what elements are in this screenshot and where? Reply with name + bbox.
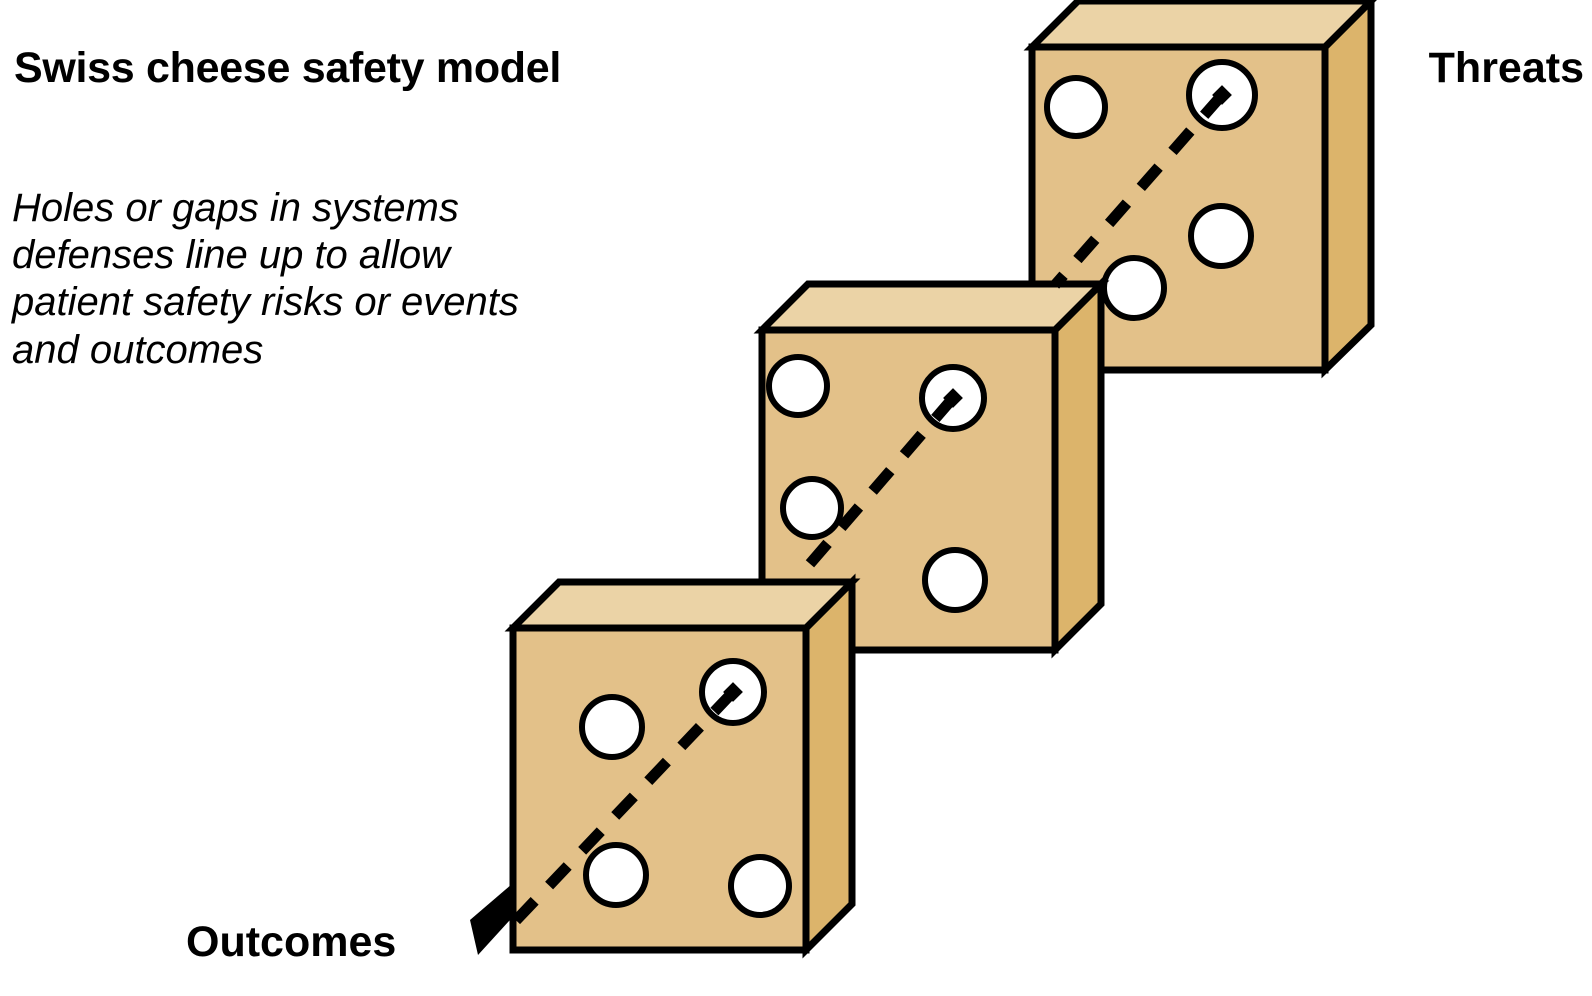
slice-threats-top-face <box>1023 0 1377 51</box>
hole <box>583 842 649 908</box>
trajectory-arrowhead <box>470 884 530 955</box>
hole <box>780 476 844 540</box>
hole <box>922 547 988 613</box>
slice-outcomes-top-face <box>504 578 861 632</box>
page-title: Swiss cheese safety model <box>14 44 562 92</box>
hole <box>1188 203 1254 269</box>
slice-outcomes <box>504 573 861 959</box>
caption-line: Holes or gaps in systems <box>12 186 459 230</box>
caption-line: patient safety risks or events <box>12 280 519 325</box>
threat-trajectory <box>470 85 1232 955</box>
slice-middle <box>753 275 1110 659</box>
penetration-marker-diamond <box>943 388 963 408</box>
caption-line: defenses line up to allow <box>12 233 451 278</box>
hole <box>1044 75 1108 139</box>
slice-middle-top-face <box>753 280 1110 334</box>
hole <box>579 694 645 760</box>
slice-middle-side-face <box>1051 275 1105 659</box>
hole <box>1101 255 1167 321</box>
penetration-marker-diamond <box>723 682 743 702</box>
trajectory-segment-upper <box>1050 91 1227 289</box>
caption-text: Holes or gaps in systems defenses line u… <box>12 185 732 374</box>
penetration-marker-diamond <box>1212 85 1232 105</box>
slice-outcomes-side-face <box>802 573 856 959</box>
trajectory-segment-lower <box>501 688 737 936</box>
label-threats: Threats <box>1428 44 1584 92</box>
label-outcomes: Outcomes <box>186 918 397 966</box>
trajectory-segment-middle <box>797 394 958 577</box>
slice-threats-side-face <box>1321 0 1375 379</box>
hole <box>728 854 792 918</box>
hole <box>766 354 830 418</box>
caption-line: and outcomes <box>12 327 264 372</box>
